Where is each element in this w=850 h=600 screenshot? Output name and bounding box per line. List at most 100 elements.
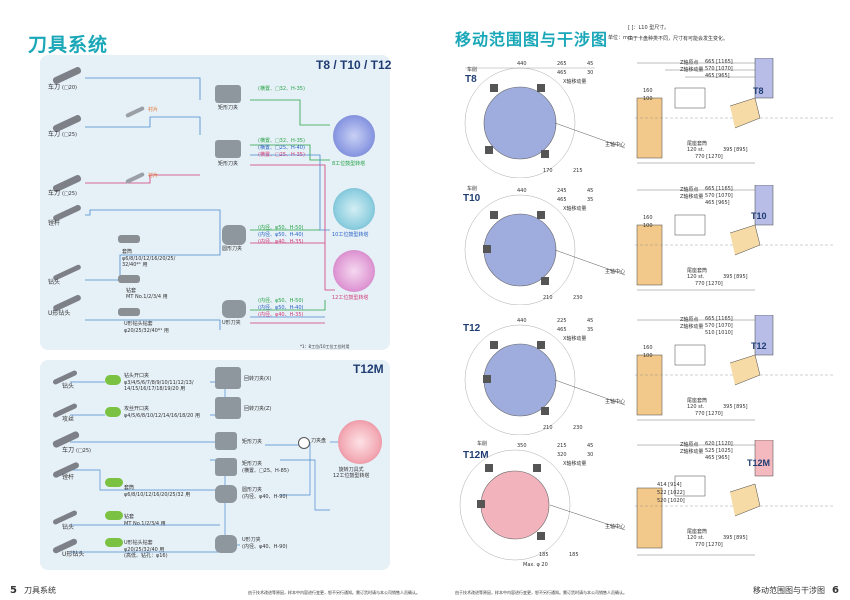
row-model-small: T10 — [751, 211, 767, 221]
row-model: T12 — [463, 323, 481, 334]
turret-label: 12工位鼓型转塔 — [332, 295, 369, 301]
dim: 245 — [557, 188, 567, 194]
rotary-holder-z-image — [215, 397, 241, 419]
tool-label: 车刀 — [62, 447, 75, 454]
turret-range-diagram — [464, 67, 626, 178]
dim: 210 — [543, 295, 553, 301]
clamp-note: (内径、φ50、H-40) — [258, 305, 304, 311]
turret-range-diagram — [459, 449, 626, 561]
tail-label: 尾座套筒 — [687, 529, 708, 535]
turret-12m-image — [338, 420, 382, 464]
panel1-connector-lines — [85, 77, 335, 330]
u-sleeve-label: U形钻头钻套 — [124, 321, 153, 327]
clamp-note: (内径、φ50、H-50) — [258, 298, 304, 304]
sleeve-sizes: φ6/8/10/12/16/20/25/32 用 — [124, 492, 191, 498]
panel1-heading: T8 / T10 / T12 — [316, 58, 392, 72]
u-sleeve-image — [105, 538, 123, 547]
right-footer-title: 移动范围图与干涉图 — [753, 586, 825, 595]
holder-label: 回转刀夹(X) — [244, 376, 272, 382]
holder-label: 矩形刀夹 — [242, 439, 263, 445]
drill-sleeve-image — [105, 511, 123, 520]
round-holder-image — [222, 225, 246, 245]
holder-label: 矩形刀夹 — [218, 105, 239, 111]
clamp-note: (内径、φ50、H-50) — [258, 225, 304, 231]
z-val: 570 [1070] — [705, 193, 733, 199]
tool-label: 钻头 — [48, 279, 61, 286]
z-val: 665 [1165] — [705, 316, 733, 322]
dim: 185 — [569, 552, 579, 558]
tail-val: 770 [1270] — [695, 281, 723, 287]
drill-collet-image — [105, 375, 121, 385]
turret-range-diagram — [464, 324, 626, 435]
max-label: Max. φ 20 — [523, 562, 548, 568]
tool-label: 车刀 — [48, 131, 61, 138]
z-val: 665 [1165] — [705, 59, 733, 65]
tail-val: 120 st. — [687, 274, 705, 280]
z-val: 510 [1010] — [705, 330, 733, 336]
tail-val: 395 [895] — [723, 147, 748, 153]
dim: 160 — [643, 215, 653, 221]
dim: 350 — [517, 443, 527, 449]
tool-label: 镗杆 — [48, 220, 61, 227]
clamp-note: (横置、□25、H-35) — [258, 152, 305, 158]
drill-sleeve-sub: MT No.1/2/3/4 用 — [124, 521, 166, 527]
dim: 35 — [587, 327, 594, 333]
turret-label: 旋转刀具式 12工位鼓型转塔 — [333, 467, 370, 479]
dim: 440 — [517, 318, 527, 324]
tool-sub: (□25) — [76, 448, 91, 454]
row-model: T8 — [465, 74, 477, 85]
collet1-sizes: φ3/4/5/6/7/8/9/10/11/12/13/ 14/15/16/17/… — [124, 380, 194, 392]
left-page-number: 5 — [10, 585, 17, 596]
dim: 185 — [539, 552, 549, 558]
z-travel-label: Z轴移动量 — [680, 194, 704, 200]
collet2-sizes: φ4/5/6/8/10/12/14/16/18/20 用 — [124, 413, 200, 419]
sleeve-image — [118, 235, 140, 243]
tool-label: 攻丝 — [62, 416, 75, 423]
drill-sleeve-image — [118, 275, 140, 283]
dim: 210 — [543, 425, 553, 431]
dim: 45 — [587, 443, 594, 449]
z-origin-label: Z轴原点 — [680, 187, 699, 193]
row-prefix: 车削 — [467, 67, 478, 73]
clamp-note: (内径、φ50、H-40) — [258, 232, 304, 238]
right-footer-note: 由于技术改进等原因，样本中内容进行变更，恕不另行通知。需订货时请与本公司销售人员… — [455, 590, 627, 595]
tool-system-panel-t8-t12 — [40, 55, 390, 350]
collet1-label: 钻头开口夹 — [124, 373, 150, 379]
dim: 215 — [573, 168, 583, 174]
row-prefix: 车削 — [467, 186, 478, 192]
dim: 414 [914] — [657, 482, 682, 488]
unit-label: 单位：mm — [608, 35, 633, 41]
z-val: 620 [1120] — [705, 441, 733, 447]
clamp-note: (横置、□25、H-40) — [258, 145, 305, 151]
rect-holder-image — [215, 432, 237, 450]
holder-note: (内径、φ40、H-90) — [242, 494, 288, 500]
dim: 465 — [557, 197, 567, 203]
dim: 45 — [587, 318, 594, 324]
sleeve-sizes: φ6/8/10/12/16/20/25/ 32/40*¹ 用 — [122, 256, 176, 268]
turret-label: 10工位鼓型转塔 — [332, 232, 369, 238]
spindle-label: 主轴中心 — [605, 269, 626, 275]
holder-label: 回转刀夹(Z) — [244, 406, 272, 412]
collet2-label: 攻丝开口夹 — [124, 406, 150, 412]
u-sleeve-sub: φ20/25/32/40 用 (高低、钻孔：φ16) — [124, 547, 168, 559]
dim: 100 — [643, 353, 653, 359]
dim: 30 — [587, 452, 594, 458]
u-drill-sleeve-image — [118, 308, 140, 316]
holder-label: U形刀夹 — [242, 537, 261, 543]
right-page-number: 6 — [832, 585, 839, 596]
left-footer-title: 刀具系统 — [24, 586, 56, 595]
tail-val: 120 st. — [687, 147, 705, 153]
tail-val: 770 [1270] — [695, 411, 723, 417]
row-model: T12M — [463, 450, 489, 461]
tail-val: 395 [895] — [723, 274, 748, 280]
row-model-small: T12 — [751, 341, 767, 351]
rect-holder-image — [215, 85, 241, 103]
dim: 440 — [517, 188, 527, 194]
rect-holder-image — [215, 140, 241, 158]
tool-label: 钻头 — [62, 383, 75, 390]
u-holder-image — [222, 300, 246, 318]
shim-label: 衬片 — [148, 173, 159, 179]
dim: 320 — [557, 452, 567, 458]
holder-label: 矩形刀夹 — [242, 461, 263, 467]
u-sleeve-label: U形钻头钻套 — [124, 540, 153, 546]
